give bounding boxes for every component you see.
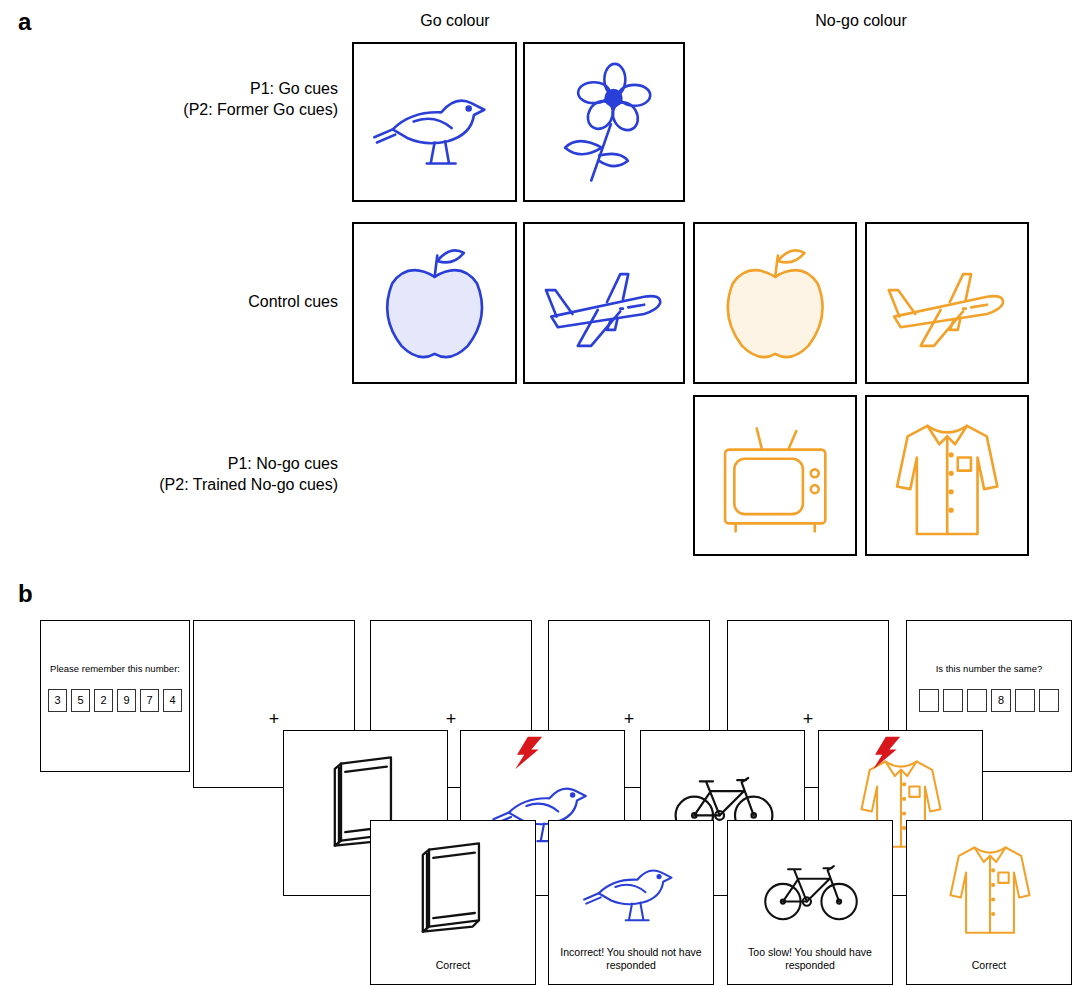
feedback-text: Incorrect! You should not have responded — [552, 946, 710, 972]
feedback-frame: Correct — [906, 820, 1072, 985]
row-heading: P1: No-go cues — [228, 455, 338, 473]
prompt-text: Please remember this number: — [44, 663, 186, 675]
shirt-drawing — [938, 835, 1042, 939]
tv-drawing — [708, 410, 842, 542]
feedback-text: Correct — [910, 959, 1068, 972]
digit-box: 5 — [71, 689, 90, 712]
row-heading: P1: Go cues — [250, 80, 338, 98]
memory-frame: Please remember this number: 352974 — [40, 620, 190, 772]
prompt-text: Is this number the same? — [910, 663, 1068, 675]
digit: 2 — [95, 690, 112, 711]
feedback-frame: Too slow! You should have responded — [727, 820, 893, 985]
fixation-cross: + — [728, 709, 888, 729]
digit-box: 4 — [163, 689, 182, 712]
plane-drawing — [880, 237, 1014, 370]
control-cue-picture — [693, 222, 857, 384]
digit-box: 8 — [991, 689, 1011, 712]
column-heading: Go colour — [420, 12, 489, 30]
panel-letter: a — [18, 8, 31, 36]
digit: 3 — [49, 690, 66, 711]
feedback-text: Too slow! You should have responded — [731, 946, 889, 972]
bike-drawing — [759, 835, 863, 939]
feedback-text: Correct — [374, 959, 532, 972]
column-heading: No-go colour — [815, 12, 907, 30]
shock-bolt — [508, 735, 544, 771]
shirt-drawing — [880, 410, 1014, 542]
feedback-frame: Correct — [370, 820, 536, 985]
control-cue-picture — [352, 222, 517, 384]
digit-box-empty — [943, 689, 963, 712]
apple-drawing — [367, 237, 502, 370]
book-drawing — [402, 835, 506, 939]
digit-box: 7 — [140, 689, 159, 712]
apple-drawing — [708, 237, 842, 370]
plane-drawing — [538, 237, 671, 370]
nogo-cue-picture — [693, 395, 857, 556]
nogo-cue-picture — [865, 395, 1029, 556]
digit-box-empty — [1039, 689, 1059, 712]
digit: 5 — [72, 690, 89, 711]
digit-box: 9 — [117, 689, 136, 712]
row-heading: Control cues — [248, 293, 338, 311]
digit: 9 — [118, 690, 135, 711]
row-heading: (P2: Trained No-go cues) — [159, 476, 338, 494]
fixation-cross: + — [194, 709, 354, 729]
bird-drawing — [580, 835, 684, 939]
feedback-frame: Incorrect! You should not have responded — [548, 820, 714, 985]
go-cue-picture — [523, 42, 685, 202]
control-cue-picture — [865, 222, 1029, 384]
flower-drawing — [538, 56, 671, 187]
digit-box: 2 — [94, 689, 113, 712]
digit: 8 — [992, 690, 1010, 711]
fixation-cross: + — [371, 709, 531, 729]
bird-drawing — [367, 56, 502, 187]
digit-box-empty — [1015, 689, 1035, 712]
go-cue-picture — [352, 42, 517, 202]
control-cue-picture — [523, 222, 685, 384]
panel-letter: b — [18, 580, 33, 608]
digit-box: 3 — [48, 689, 67, 712]
digit-box-empty — [967, 689, 987, 712]
digit-box-empty — [919, 689, 939, 712]
digit: 4 — [164, 690, 181, 711]
row-heading: (P2: Former Go cues) — [183, 101, 338, 119]
shock-bolt — [866, 735, 902, 771]
fixation-cross: + — [549, 709, 709, 729]
digit: 7 — [141, 690, 158, 711]
